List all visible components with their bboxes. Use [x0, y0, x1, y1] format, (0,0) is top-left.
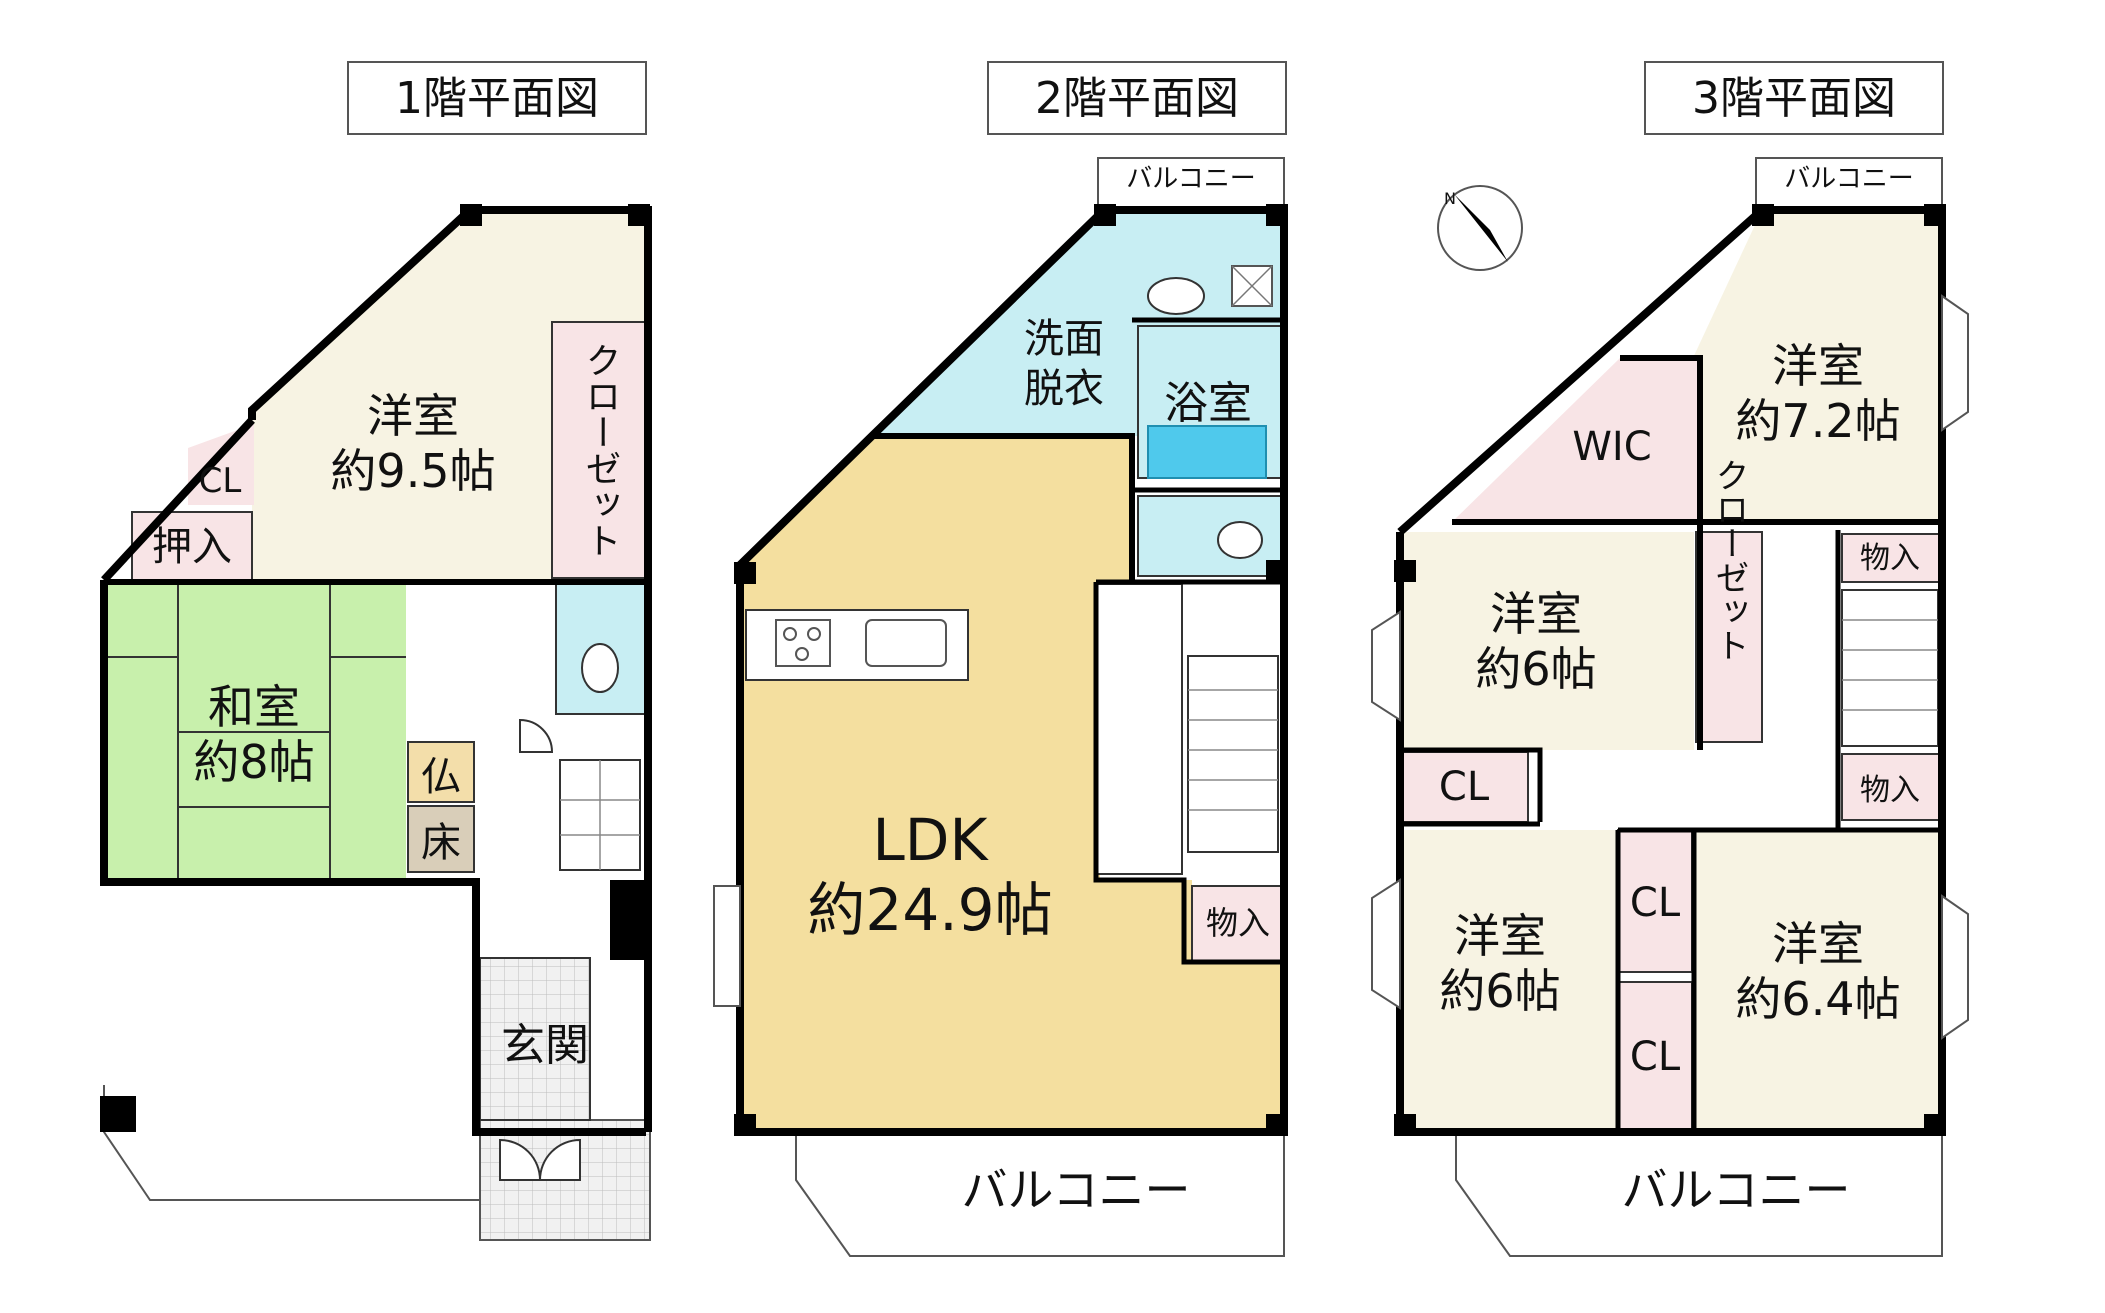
f2-yokushitsu-label: 浴室	[1164, 378, 1252, 429]
f3-monoire-2-label: 物入	[1860, 773, 1920, 808]
compass-arrow-icon	[1454, 194, 1508, 262]
f3-balcony-top-label: バルコニー	[1784, 164, 1913, 194]
f3-room-se-name: 洋室	[1772, 917, 1864, 971]
f1-washitsu-name: 和室	[208, 680, 300, 734]
f2-monoire-label: 物入	[1206, 904, 1270, 942]
floor-3-plan: バルコニー 洋室 約7.2帖 WIC 洋室 約6帖 クローゼット CL CL C…	[1371, 157, 1969, 1257]
f3-cl-2-label: CL	[1630, 880, 1681, 926]
floor-3-title: 3階平面図	[1692, 73, 1896, 124]
floor-3-title-box: 3階平面図	[1644, 61, 1944, 135]
f1-closet-label: クローゼット	[580, 342, 621, 558]
f1-butsu-label: 仏	[421, 754, 461, 800]
f3-closet-label: クローゼット	[1709, 458, 1749, 662]
f1-yoshitsu-name: 洋室	[367, 389, 459, 443]
f2-senmen-line1: 洗面	[1024, 316, 1104, 362]
f3-room-w-name: 洋室	[1490, 587, 1582, 641]
f3-room-ne	[1692, 210, 1942, 522]
f3-room-ne-size: 約7.2帖	[1735, 394, 1900, 448]
f3-wic-label: WIC	[1572, 424, 1651, 470]
f3-balcony-bottom-label: バルコニー	[1621, 1163, 1850, 1217]
f2-ldk-size: 約24.9帖	[807, 876, 1052, 944]
f2-balcony-bottom-label: バルコニー	[961, 1163, 1190, 1217]
floor-2-title-box: 2階平面図	[987, 61, 1287, 135]
f3-room-sw-name: 洋室	[1454, 909, 1546, 963]
floor-1-title-box: 1階平面図	[347, 61, 647, 135]
f3-room-w	[1400, 532, 1694, 750]
f3-room-sw-size: 約6帖	[1439, 964, 1560, 1018]
f2-senmen-line2: 脱衣	[1024, 366, 1104, 412]
f3-cl-3-label: CL	[1630, 1034, 1681, 1080]
compass: N	[1437, 185, 1523, 271]
floor-1-plan: 洋室 約9.5帖 和室 約8帖 クローゼット CL 押入 仏 床 玄関	[100, 204, 652, 1241]
f3-room-ne-name: 洋室	[1772, 339, 1864, 393]
f1-oshiire-label: 押入	[152, 524, 232, 570]
f2-ldk-name: LDK	[872, 806, 989, 874]
f3-room-w-size: 約6帖	[1475, 642, 1596, 696]
floor-1-title: 1階平面図	[395, 73, 599, 124]
f1-yoshitsu-size: 約9.5帖	[330, 444, 495, 498]
f1-genkan-label: 玄関	[501, 1020, 589, 1071]
f3-room-sw	[1400, 830, 1618, 1132]
f3-room-se	[1696, 830, 1942, 1132]
butsudan-space	[407, 741, 475, 803]
f3-wic	[1452, 358, 1700, 522]
f3-monoire-1-label: 物入	[1860, 541, 1920, 576]
floor-2-title: 2階平面図	[1035, 73, 1239, 124]
f1-washitsu-size: 約8帖	[193, 735, 314, 789]
f1-toko-label: 床	[421, 820, 461, 866]
compass-n-label: N	[1444, 189, 1456, 208]
toko-space	[407, 805, 475, 873]
f3-room-se-size: 約6.4帖	[1735, 972, 1900, 1026]
f1-cl-label: CL	[199, 461, 242, 501]
floor-2-plan: バルコニー 洗面 脱衣 浴室 LDK 約24.9帖 物入 バルコニー	[713, 157, 1288, 1257]
f3-cl-1-label: CL	[1439, 764, 1490, 810]
f2-balcony-top-label: バルコニー	[1126, 164, 1255, 194]
